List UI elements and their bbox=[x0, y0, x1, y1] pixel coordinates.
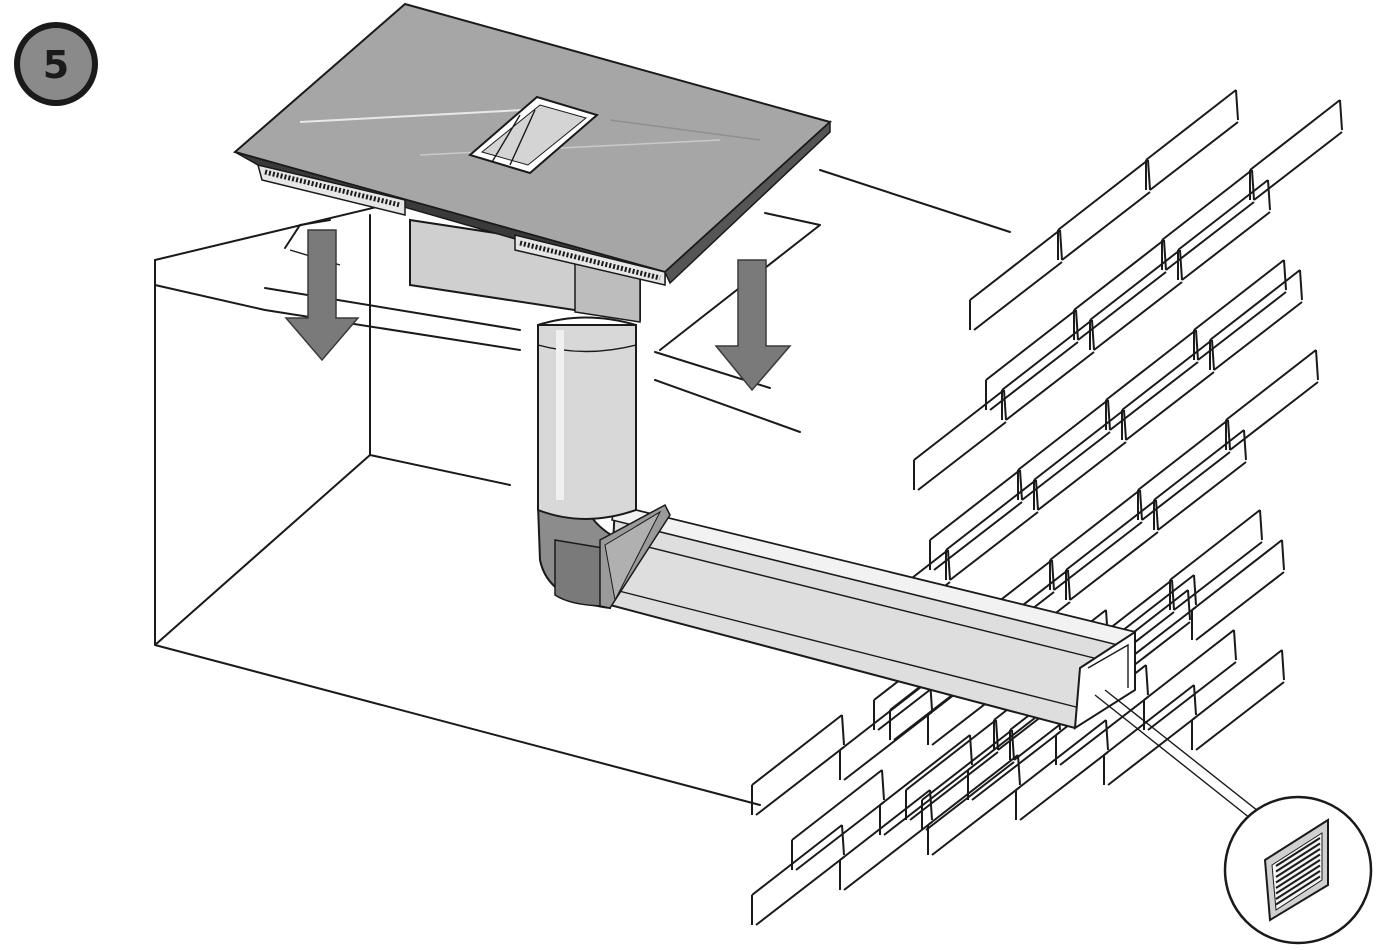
brick bbox=[1145, 89, 1239, 191]
brick bbox=[929, 469, 1023, 571]
brick bbox=[1001, 319, 1095, 421]
vent-callout bbox=[1094, 689, 1373, 945]
round-pipe bbox=[537, 316, 637, 520]
brick bbox=[751, 824, 845, 926]
brick bbox=[945, 479, 1039, 581]
grille-slat bbox=[1275, 859, 1321, 889]
grille-slat bbox=[1275, 853, 1321, 884]
brick bbox=[1137, 419, 1231, 521]
brick bbox=[839, 789, 933, 891]
grille-slat bbox=[1275, 864, 1321, 895]
brick bbox=[1015, 719, 1109, 821]
brick bbox=[1143, 629, 1237, 731]
brick bbox=[751, 714, 845, 816]
brick bbox=[1049, 489, 1143, 591]
brick bbox=[967, 699, 1061, 801]
grille-slat bbox=[1275, 837, 1321, 867]
grille-slat bbox=[1275, 870, 1321, 900]
brick bbox=[1057, 159, 1151, 261]
step-number: 5 bbox=[43, 43, 69, 87]
brick bbox=[1103, 684, 1197, 786]
brick bbox=[1191, 649, 1285, 751]
brick bbox=[1191, 539, 1285, 641]
brick bbox=[1249, 99, 1343, 201]
duct-elbow bbox=[536, 503, 671, 610]
brick bbox=[839, 679, 933, 781]
brick bbox=[913, 389, 1007, 491]
grille-slat bbox=[1275, 875, 1321, 906]
brick-wall bbox=[751, 89, 1343, 926]
downdraft-opening bbox=[467, 95, 600, 175]
vent-grille-icon bbox=[1263, 818, 1329, 922]
brick bbox=[1161, 169, 1255, 271]
rectangular-duct bbox=[608, 503, 1137, 730]
brick bbox=[791, 769, 885, 871]
brick bbox=[1033, 409, 1127, 511]
brick bbox=[1177, 179, 1271, 281]
brick bbox=[1169, 509, 1263, 611]
cooktop bbox=[232, 2, 833, 323]
brick bbox=[1073, 239, 1167, 341]
grille-slat bbox=[1275, 842, 1321, 873]
brick bbox=[969, 229, 1063, 331]
brick bbox=[921, 729, 1015, 831]
brick bbox=[1121, 339, 1215, 441]
brick bbox=[879, 734, 973, 836]
grille-slat bbox=[1275, 848, 1321, 878]
brick bbox=[1225, 349, 1319, 451]
brick bbox=[1105, 329, 1199, 431]
brick bbox=[985, 309, 1079, 411]
step-badge: 5 bbox=[14, 22, 98, 106]
brick bbox=[905, 719, 999, 821]
brick bbox=[1153, 429, 1247, 531]
brick bbox=[1209, 269, 1303, 371]
brick bbox=[1017, 399, 1111, 501]
down-arrow-icon bbox=[284, 229, 360, 362]
kitchen-cabinet bbox=[154, 169, 1011, 806]
down-arrow-icon bbox=[714, 259, 792, 392]
brick bbox=[1089, 249, 1183, 351]
brick bbox=[1193, 259, 1287, 361]
brick bbox=[927, 754, 1021, 856]
brick bbox=[1065, 499, 1159, 601]
